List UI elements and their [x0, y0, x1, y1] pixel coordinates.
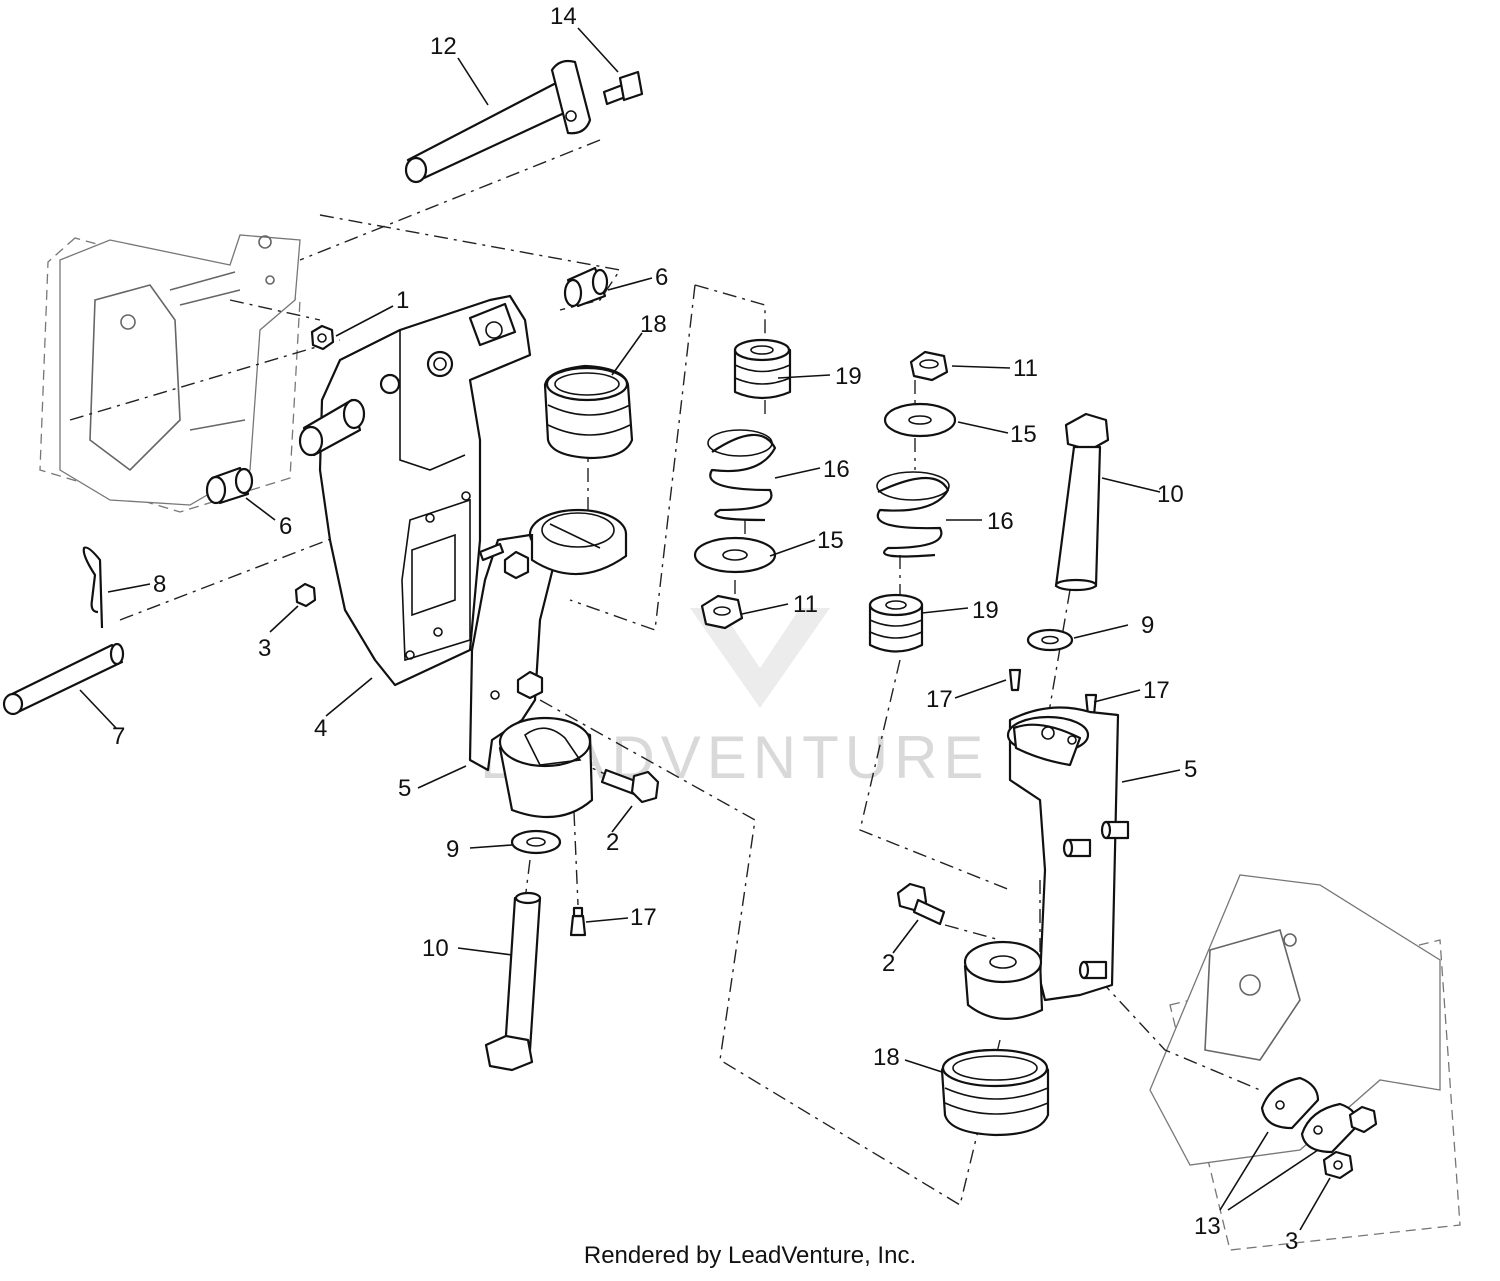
callout-9: 9 [446, 836, 459, 863]
washer-15-upper [693, 536, 777, 574]
spring-16-right [876, 471, 950, 558]
callout-8: 8 [153, 571, 166, 598]
callout-16: 16 [823, 456, 850, 483]
bumper-19-upper [733, 338, 792, 400]
bushing-6-lower [205, 466, 254, 505]
washer-9-right [1026, 628, 1074, 652]
nut-3-right [1322, 1150, 1354, 1180]
boot-18-upper [543, 364, 634, 460]
bumper-19-right [868, 593, 924, 653]
ghost-frame-right [1149, 874, 1461, 1251]
callout-3: 3 [258, 635, 271, 662]
callout-18: 18 [873, 1044, 900, 1071]
callout-6: 6 [279, 513, 292, 540]
callouts: 14 12 6 1 18 19 11 15 16 10 16 6 15 8 11… [112, 3, 1298, 1255]
ghost-frame-left [39, 234, 301, 513]
bushing-6-upper [563, 266, 609, 308]
callout-5: 5 [1184, 756, 1197, 783]
bracket-4 [298, 294, 532, 687]
nut-1 [310, 324, 335, 351]
callout-1: 1 [396, 287, 409, 314]
callout-15: 15 [1010, 421, 1037, 448]
grease-fitting-17-left [569, 906, 587, 937]
nut-3-left [294, 582, 317, 608]
callout-19: 19 [835, 363, 862, 390]
callout-4: 4 [314, 715, 327, 742]
callout-5: 5 [398, 775, 411, 802]
pivot-pin-12 [404, 59, 592, 184]
callout-11: 11 [1013, 355, 1038, 382]
callout-14: 14 [550, 3, 577, 30]
callout-7: 7 [112, 723, 125, 750]
spindle-5-right [963, 706, 1130, 1020]
leader-lines [79, 27, 1331, 1231]
boot-18-lower [940, 1048, 1050, 1137]
callout-3: 3 [1285, 1228, 1298, 1255]
callout-9: 9 [1141, 612, 1154, 639]
bolt-14 [602, 70, 644, 106]
callout-19: 19 [972, 597, 999, 624]
pin-7 [2, 642, 125, 716]
bolt-10-right [1054, 412, 1110, 592]
callout-18: 18 [640, 311, 667, 338]
bolt-2-left [600, 768, 660, 804]
callout-17: 17 [926, 686, 953, 713]
nut-11-upper [700, 594, 744, 630]
callout-2: 2 [606, 829, 619, 856]
credit-line: Rendered by LeadVenture, Inc. [583, 1242, 917, 1269]
callout-10: 10 [422, 935, 449, 962]
washer-9-left [510, 829, 562, 855]
grease-fitting-17-right-a [1008, 668, 1022, 692]
nut-11-right [909, 350, 949, 382]
callout-17: 17 [630, 904, 657, 931]
callout-11: 11 [793, 591, 818, 618]
callout-17: 17 [1143, 677, 1170, 704]
callout-6: 6 [655, 264, 668, 291]
callout-10: 10 [1157, 481, 1184, 508]
callout-12: 12 [430, 33, 457, 60]
callout-2: 2 [882, 950, 895, 977]
spindle-5-left [468, 508, 628, 819]
callout-16: 16 [987, 508, 1014, 535]
washer-15-right [883, 402, 957, 438]
callout-15: 15 [817, 527, 844, 554]
callout-13: 13 [1194, 1213, 1221, 1240]
hairpin-8 [82, 546, 104, 629]
bolt-10-left [484, 891, 542, 1072]
plates-13 [1260, 1076, 1378, 1154]
spring-16-upper [707, 429, 777, 522]
bolt-2-right [896, 882, 946, 926]
